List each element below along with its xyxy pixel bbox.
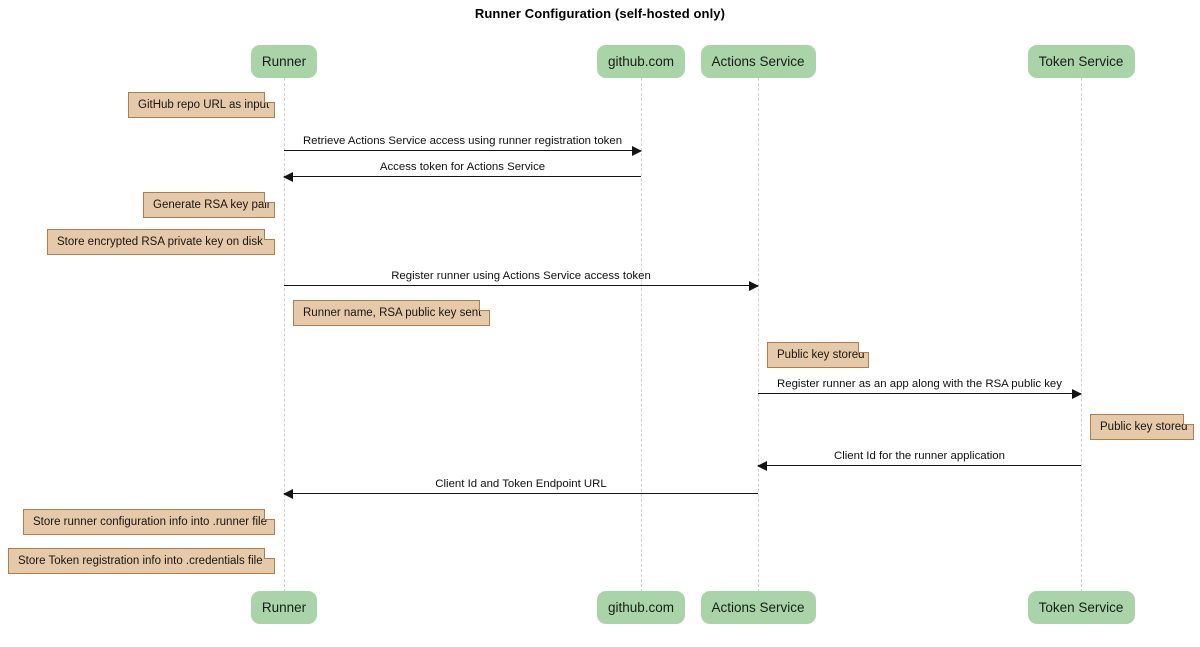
message-label: Client Id and Token Endpoint URL [435,478,607,490]
participant-label: Actions Service [711,600,805,615]
participant-label: Actions Service [711,54,805,69]
participant-actions-bottom[interactable]: Actions Service [700,591,816,624]
note[interactable]: GitHub repo URL as input [128,92,275,118]
note[interactable]: Public key stored [1090,414,1194,440]
participant-label: Token Service [1038,600,1124,615]
participant-label: github.com [607,600,675,615]
note-fold-corner-icon [1183,414,1194,425]
message-arrow[interactable]: Register runner using Actions Service ac… [284,270,759,291]
participant-actions-top[interactable]: Actions Service [700,45,816,78]
note-fold-corner-icon [264,192,275,203]
message-arrow[interactable]: Access token for Actions Service [283,161,641,182]
note[interactable]: Public key stored [767,342,869,368]
note-fold-corner-icon [479,300,490,311]
message-arrow[interactable]: Retrieve Actions Service access using ru… [284,135,642,156]
note-fold-corner-icon [264,229,275,240]
note-text: Public key stored [1100,421,1188,433]
note-text: Store runner configuration info into .ru… [33,516,267,528]
note-text: Public key stored [777,349,865,361]
message-label: Client Id for the runner application [834,450,1005,462]
note-text: GitHub repo URL as input [138,99,270,111]
message-label: Access token for Actions Service [379,161,546,173]
page-title: Runner Configuration (self-hosted only) [474,6,726,21]
participant-label: Token Service [1038,54,1124,69]
note[interactable]: Runner name, RSA public key sent [293,300,490,326]
participant-github-top[interactable]: github.com [597,45,685,78]
arrowhead-right-icon [632,145,642,156]
note-text: Runner name, RSA public key sent [303,307,482,319]
participant-label: Runner [261,54,307,69]
note-fold-corner-icon [264,548,275,559]
participant-token-bottom[interactable]: Token Service [1027,591,1135,624]
message-line [758,465,1081,466]
message-line [758,393,1081,394]
arrowhead-left-icon [283,171,293,182]
note-text: Store encrypted RSA private key on disk [57,236,263,248]
participant-github-bottom[interactable]: github.com [597,591,685,624]
note-text: Generate RSA key pair [153,199,271,211]
note[interactable]: Store Token registration info into .cred… [8,548,275,574]
message-label: Register runner using Actions Service ac… [391,270,651,282]
message-line [284,176,641,177]
arrowhead-right-icon [1072,388,1082,399]
participant-token-top[interactable]: Token Service [1027,45,1135,78]
note-text: Store Token registration info into .cred… [18,555,263,567]
message-label: Register runner as an app along with the… [777,378,1062,390]
participant-runner-bottom[interactable]: Runner [251,591,317,624]
note[interactable]: Store runner configuration info into .ru… [23,509,275,535]
lifeline-token [1081,78,1082,592]
note-fold-corner-icon [264,509,275,520]
arrowhead-right-icon [749,280,759,291]
message-arrow[interactable]: Client Id for the runner application [757,450,1081,471]
lifeline-actions [758,78,759,592]
participant-runner-top[interactable]: Runner [251,45,317,78]
message-line [284,150,641,151]
message-line [284,493,758,494]
arrowhead-left-icon [283,488,293,499]
note-fold-corner-icon [858,342,869,353]
message-arrow[interactable]: Register runner as an app along with the… [758,378,1082,399]
lifeline-runner [284,78,285,592]
message-line [284,285,758,286]
note-fold-corner-icon [264,92,275,103]
participant-label: github.com [607,54,675,69]
lifeline-github [641,78,642,592]
message-arrow[interactable]: Client Id and Token Endpoint URL [283,478,758,499]
participant-label: Runner [261,600,307,615]
note[interactable]: Generate RSA key pair [143,192,275,218]
note[interactable]: Store encrypted RSA private key on disk [47,229,275,255]
message-label: Retrieve Actions Service access using ru… [302,135,623,147]
arrowhead-left-icon [757,460,767,471]
